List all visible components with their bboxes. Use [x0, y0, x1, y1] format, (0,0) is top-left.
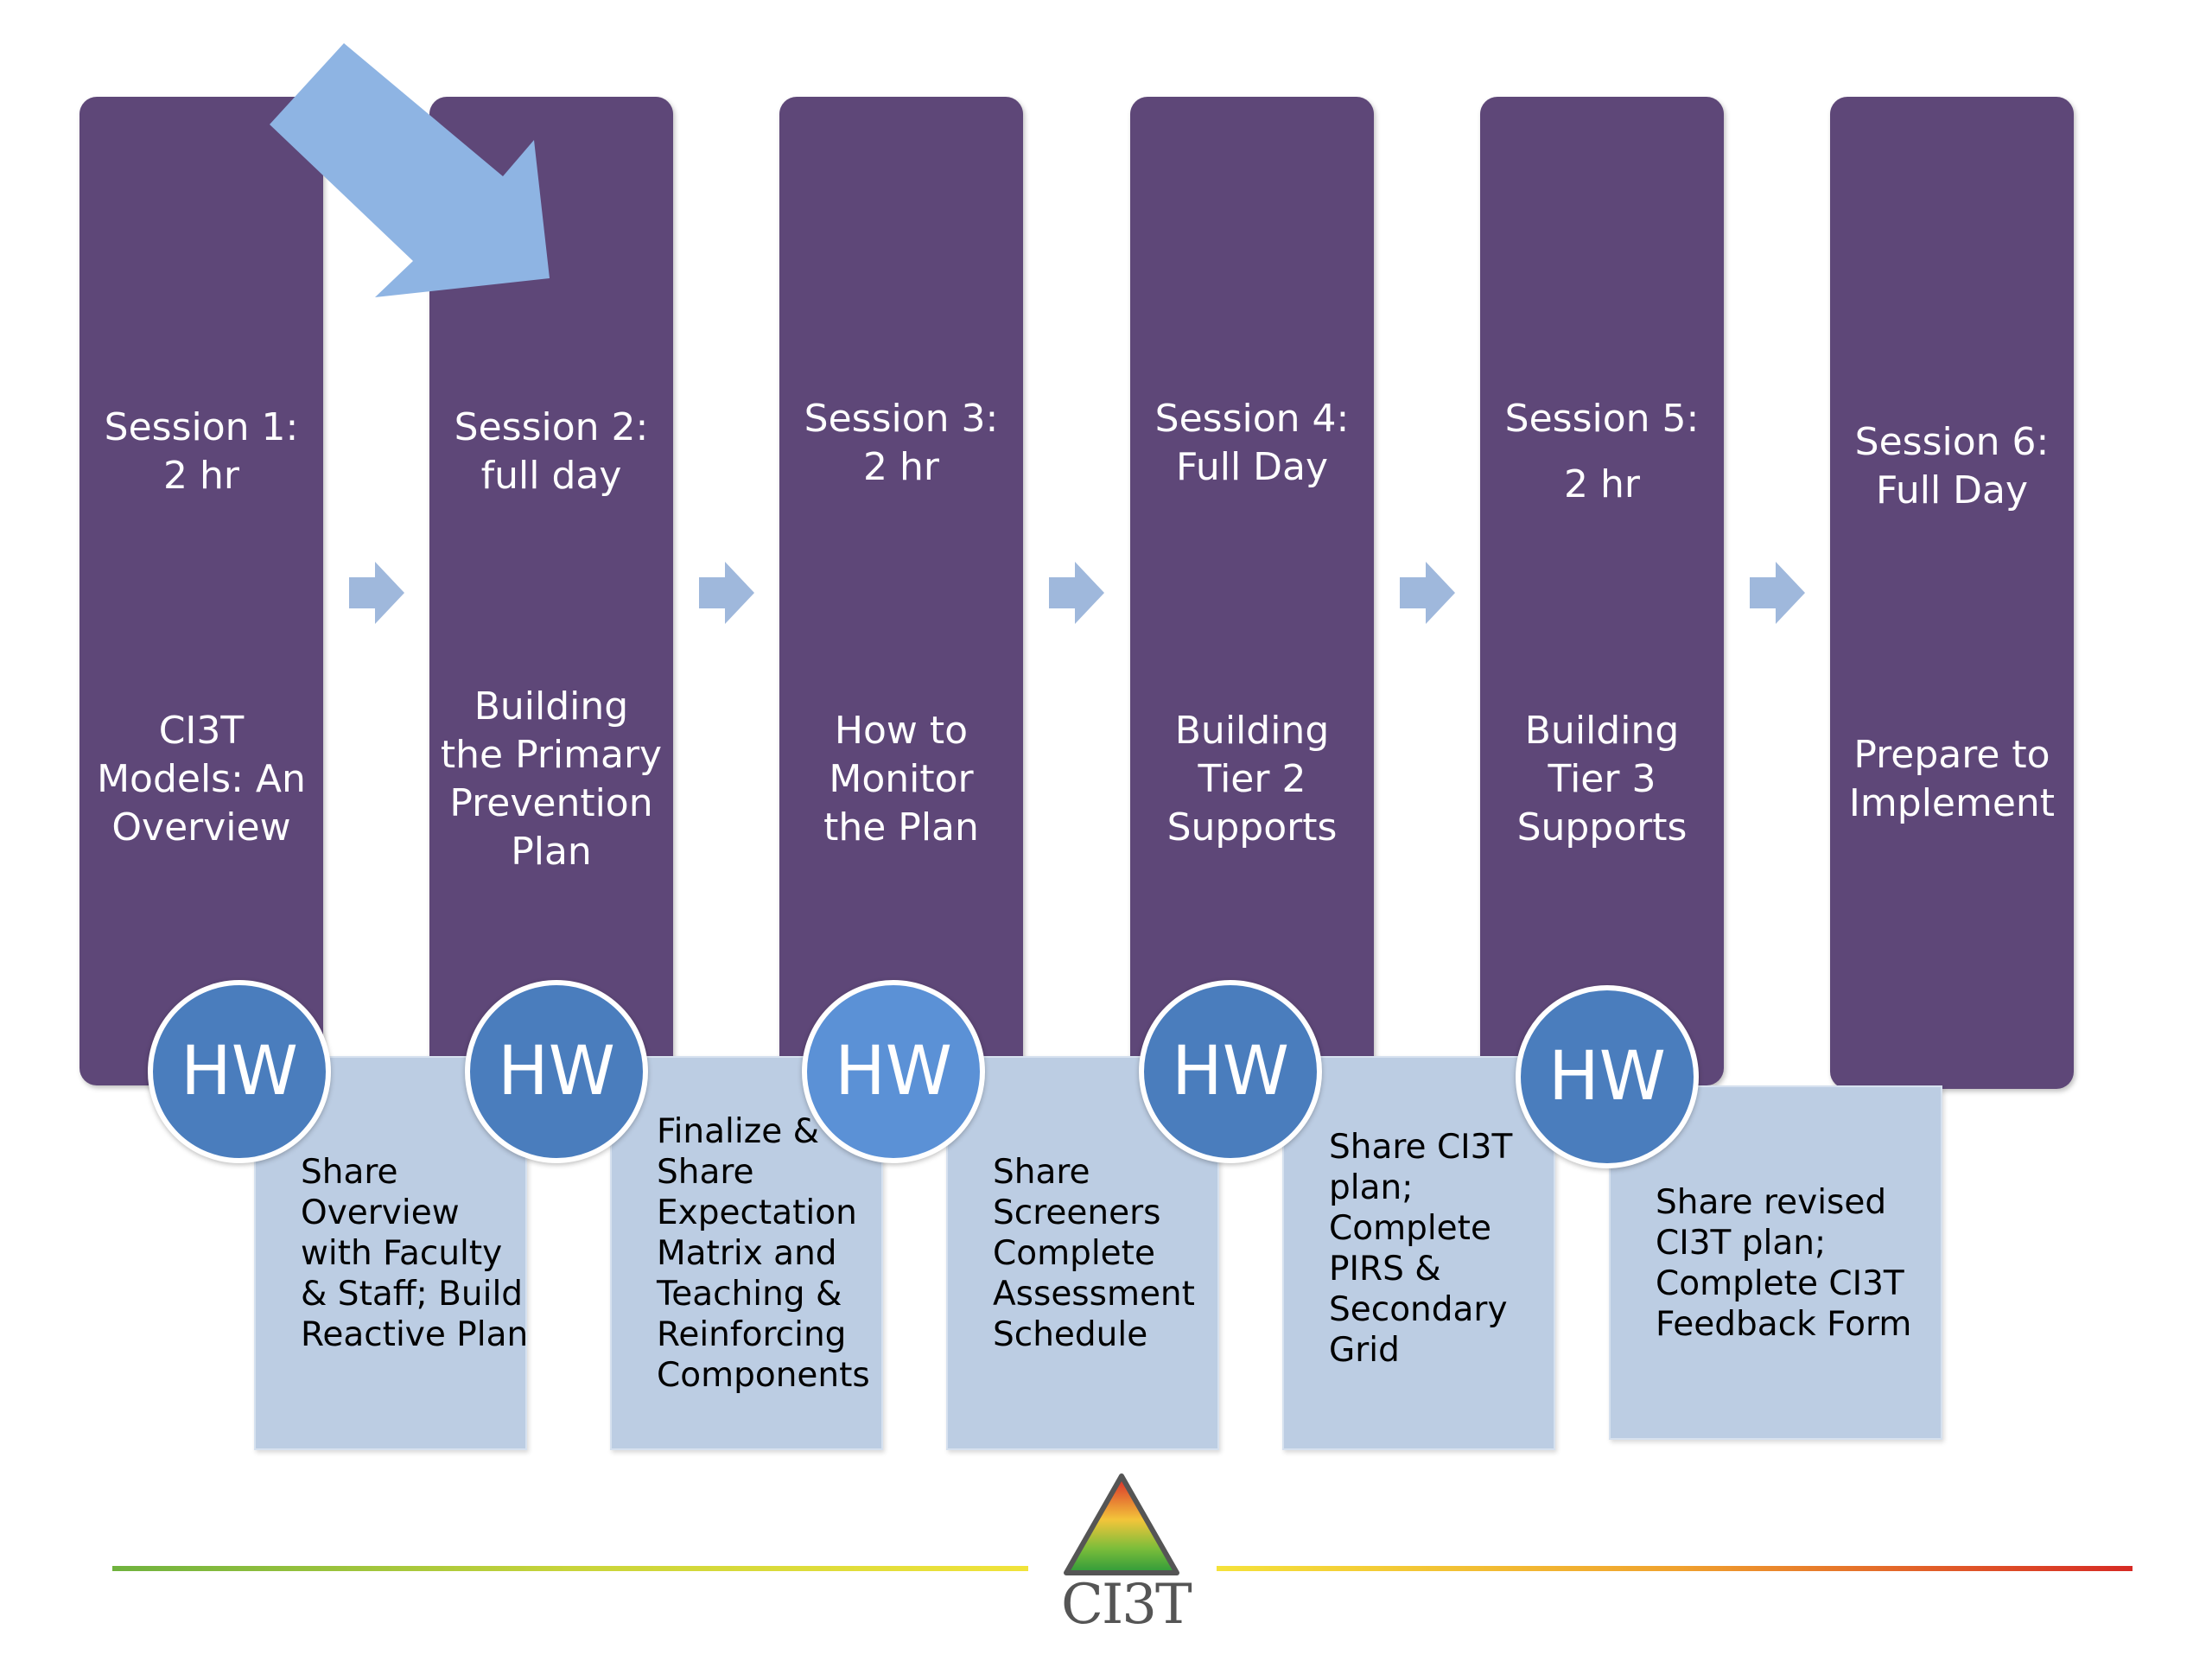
session-6-column: Session 6: Full Day Prepare to Implement: [1830, 97, 2074, 1089]
divider-right: [1217, 1566, 2133, 1571]
logo-text: CI3T: [1061, 1573, 1192, 1637]
homework-4-line: PIRS &: [1329, 1250, 1441, 1289]
session-1-topic: CI3T Models: An Overview: [97, 709, 306, 850]
homework-2-line: Components: [657, 1355, 870, 1395]
arrow-right-icon: [699, 562, 754, 624]
homework-4-line: Share CI3T: [1329, 1128, 1513, 1167]
homework-2-line: Share: [657, 1152, 754, 1192]
session-4-column: Session 4: Full Day Building Tier 2 Supp…: [1130, 97, 1374, 1085]
hw-badge-5: HW: [1516, 985, 1699, 1168]
homework-4-line: Secondary: [1329, 1290, 1508, 1329]
session-2-topic: Building the Primary Prevention Plan: [440, 684, 663, 874]
homework-2-line: Expectation: [657, 1193, 857, 1232]
arrow-right-icon: [1400, 562, 1455, 624]
session-3-column: Session 3: 2 hr How to Monitor the Plan: [779, 97, 1023, 1085]
session-4-heading: Session 4: Full Day: [1154, 397, 1350, 489]
triangle-logo-icon: [1064, 1473, 1179, 1575]
homework-3-line: Complete: [993, 1233, 1155, 1273]
homework-2-line: Finalize &: [657, 1111, 819, 1151]
homework-3-line: Share: [993, 1152, 1090, 1192]
homework-5-line: Share revised: [1656, 1183, 1887, 1222]
session-2-heading: Session 2: full day: [454, 405, 649, 498]
homework-2-line: Matrix and: [657, 1233, 837, 1273]
homework-3-line: Schedule: [993, 1314, 1148, 1354]
arrow-right-icon: [1750, 562, 1805, 624]
homework-3-line: Assessment: [993, 1274, 1195, 1314]
session-4-topic: Building Tier 2 Supports: [1166, 709, 1338, 850]
homework-1-line: & Staff; Build: [301, 1274, 524, 1314]
highlight-arrow-icon: [270, 43, 550, 297]
session-1-column: Session 1: 2 hr CI3T Models: An Overview: [79, 97, 323, 1085]
session-5-column: Session 5: 2 hr Building Tier 3 Supports: [1480, 97, 1724, 1085]
homework-1-line: Overview: [301, 1193, 460, 1232]
session-5-topic: Building Tier 3 Supports: [1516, 709, 1688, 850]
homework-3-line: Screeners: [993, 1193, 1161, 1232]
homework-5-line: Complete CI3T: [1656, 1264, 1904, 1303]
homework-4-box: Share CI3T plan; Complete PIRS & Seconda…: [1282, 1056, 1555, 1450]
homework-1-line: with Faculty: [301, 1233, 503, 1273]
homework-5-line: Feedback Form: [1656, 1305, 1912, 1344]
divider-left: [112, 1566, 1028, 1571]
homework-4-line: Grid: [1329, 1331, 1400, 1370]
hw-badge-3: HW: [802, 980, 985, 1163]
arrow-right-icon: [349, 562, 404, 624]
homework-1-line: Reactive Plan: [301, 1314, 529, 1354]
session-5-heading: Session 5: 2 hr: [1504, 397, 1700, 506]
homework-2-line: Reinforcing: [657, 1314, 847, 1354]
homework-4-line: Complete: [1329, 1209, 1491, 1248]
hw-badge-2: HW: [465, 980, 648, 1163]
session-3-heading: Session 3: 2 hr: [804, 397, 999, 489]
session-6-heading: Session 6: Full Day: [1854, 420, 2050, 512]
hw-badge-1: HW: [148, 980, 331, 1163]
ci3t-logo: CI3T: [1061, 1471, 1192, 1661]
homework-2-line: Teaching &: [657, 1274, 842, 1314]
session-1-heading: Session 1: 2 hr: [104, 405, 299, 498]
homework-5-line: CI3T plan;: [1656, 1224, 1827, 1263]
session-3-topic: How to Monitor the Plan: [823, 709, 979, 850]
arrow-right-icon: [1049, 562, 1104, 624]
homework-4-line: plan;: [1329, 1168, 1414, 1207]
session-6-topic: Prepare to Implement: [1848, 733, 2056, 825]
homework-1-line: Share: [301, 1152, 398, 1192]
hw-badge-4: HW: [1139, 980, 1322, 1163]
